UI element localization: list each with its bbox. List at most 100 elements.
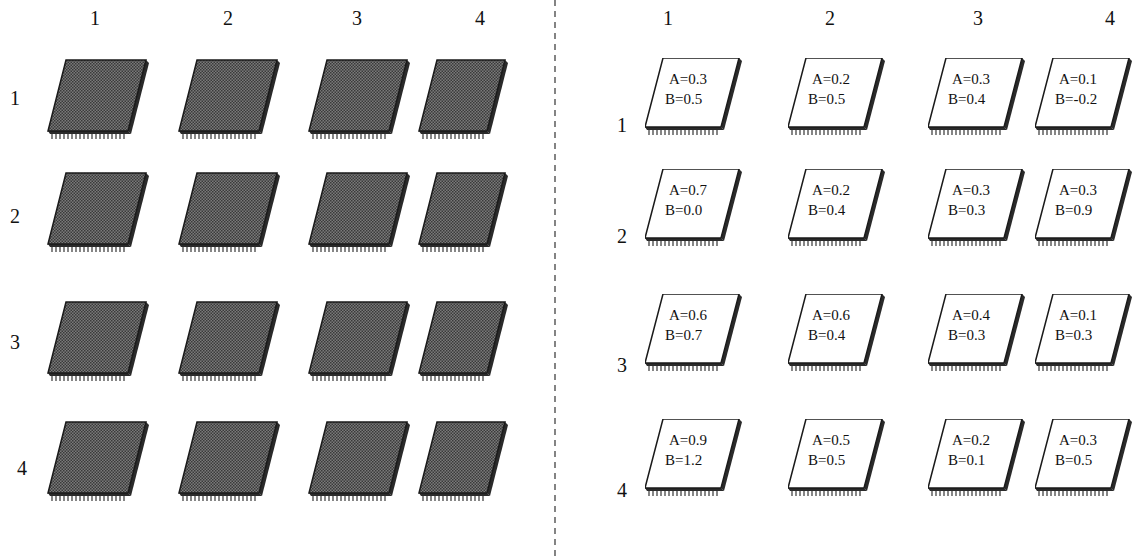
chip-pin — [474, 247, 475, 252]
value-chip: A=0.2B=0.1 — [928, 419, 1026, 497]
chip-pin — [955, 366, 956, 371]
chip-pin — [91, 134, 92, 139]
chip-pin — [847, 241, 848, 246]
blank-chip — [179, 302, 280, 381]
blank-chip — [179, 422, 280, 501]
chip-pin — [1046, 366, 1047, 371]
chip-pin — [380, 134, 381, 139]
chip-pin — [959, 491, 960, 496]
chip-value: B=0.3 — [948, 325, 1018, 345]
blank-chip — [48, 60, 149, 139]
chip-pin — [462, 376, 463, 381]
chip-pin — [1098, 366, 1099, 371]
blank-chip — [48, 422, 149, 501]
chip-pin — [811, 491, 812, 496]
chip-pin — [995, 366, 996, 371]
chip-pin — [320, 376, 321, 381]
chip-pin — [1042, 130, 1043, 135]
chip-pin — [839, 130, 840, 135]
chip-pin — [107, 134, 108, 139]
chip-face — [309, 302, 407, 373]
chip-pin — [688, 491, 689, 496]
chip-pin — [230, 376, 231, 381]
chip-pin — [324, 134, 325, 139]
chip-pin — [123, 134, 124, 139]
chip-pin — [348, 376, 349, 381]
chip-pin — [368, 134, 369, 139]
chip-pin — [648, 491, 649, 496]
chip-pin — [987, 491, 988, 496]
chip-pin — [422, 496, 423, 501]
chip-pin — [478, 496, 479, 501]
blank-chip — [48, 173, 149, 252]
chip-pin — [855, 241, 856, 246]
chip-pin — [79, 247, 80, 252]
chip-pin — [684, 491, 685, 496]
chip-pin — [182, 247, 183, 252]
chip-pin — [210, 496, 211, 501]
chip-pin — [450, 376, 451, 381]
chip-pin — [115, 376, 116, 381]
chip-pin — [123, 496, 124, 501]
chip-pin — [238, 376, 239, 381]
chip-text-block: A=0.2B=0.5 — [788, 58, 886, 110]
chip-pin — [482, 496, 483, 501]
chip-pin — [426, 134, 427, 139]
chip-text-block: A=0.3B=0.5 — [1035, 419, 1133, 471]
chip-pin — [356, 134, 357, 139]
chip-pin — [111, 134, 112, 139]
chip-pin — [422, 134, 423, 139]
chip-pin — [214, 376, 215, 381]
chip-pin — [967, 130, 968, 135]
chip-pin — [995, 491, 996, 496]
chip-pin — [368, 496, 369, 501]
chip-pin — [811, 130, 812, 135]
chip-face — [1035, 169, 1129, 238]
chip-pin — [859, 491, 860, 496]
chip-pin — [1038, 491, 1039, 496]
chip-pin — [1102, 241, 1103, 246]
chip-pin — [384, 247, 385, 252]
chip-pin — [372, 496, 373, 501]
chip-pin — [676, 130, 677, 135]
chip-pin — [1066, 366, 1067, 371]
chip-pin — [63, 376, 64, 381]
chip-pin — [474, 496, 475, 501]
chip-pin — [1054, 366, 1055, 371]
chip-pin — [708, 241, 709, 246]
column-number: 1 — [663, 7, 673, 30]
chip-pin — [799, 241, 800, 246]
chip-pin — [1106, 366, 1107, 371]
chip-pin — [91, 247, 92, 252]
chip-pin — [198, 247, 199, 252]
chip-pin — [63, 247, 64, 252]
chip-text-block: A=0.4B=0.3 — [928, 294, 1026, 346]
chip-pin — [1082, 130, 1083, 135]
chip-pin — [198, 376, 199, 381]
chip-pin — [1090, 130, 1091, 135]
chip-pin — [819, 366, 820, 371]
chip-pin — [352, 496, 353, 501]
chip-pin — [803, 491, 804, 496]
chip-pin — [991, 366, 992, 371]
chip-pin — [1058, 366, 1059, 371]
chip-pin — [83, 376, 84, 381]
chip-pin — [847, 491, 848, 496]
chip-pin — [376, 247, 377, 252]
chip-pin — [1070, 366, 1071, 371]
chip-value: B=0.7 — [665, 325, 735, 345]
chip-pin — [819, 491, 820, 496]
chip-pin — [963, 491, 964, 496]
column-number: 2 — [223, 7, 233, 30]
chip-pin — [951, 241, 952, 246]
chip-pin — [991, 241, 992, 246]
chip-pin — [1082, 241, 1083, 246]
chip-pin — [320, 134, 321, 139]
row-number: 3 — [617, 354, 627, 377]
chip-pin — [947, 130, 948, 135]
chip-pin — [55, 376, 56, 381]
divider-line — [554, 0, 555, 557]
chip-pin — [250, 376, 251, 381]
chip-pin — [95, 247, 96, 252]
chip-pin — [939, 366, 940, 371]
